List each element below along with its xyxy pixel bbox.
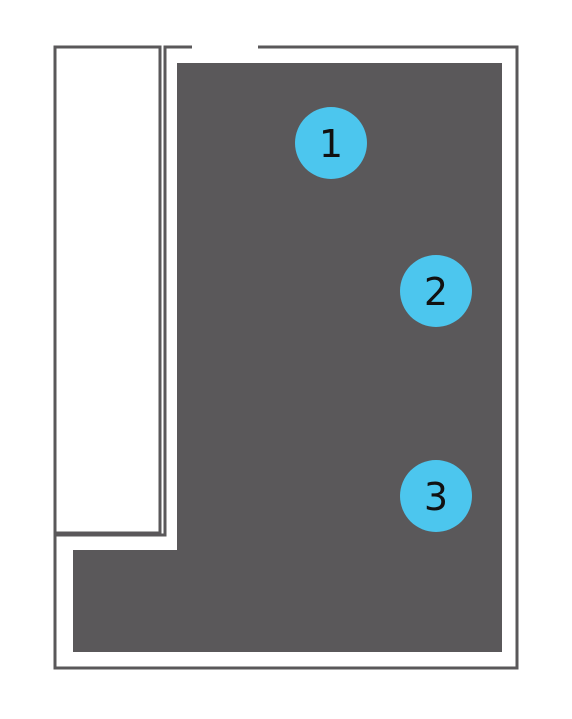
marker-1-circle [295, 107, 367, 179]
marker-3: 3 [400, 460, 472, 532]
marker-1: 1 [295, 107, 367, 179]
marker-3-circle [400, 460, 472, 532]
marker-2-label: 2 [424, 270, 448, 314]
marker-2-circle [400, 255, 472, 327]
marker-1-label: 1 [319, 122, 343, 166]
marker-3-label: 3 [424, 475, 448, 519]
room-outline [53, 45, 519, 670]
marker-2: 2 [400, 255, 472, 327]
left-column-outline [53, 45, 162, 535]
floor-area [73, 63, 502, 652]
